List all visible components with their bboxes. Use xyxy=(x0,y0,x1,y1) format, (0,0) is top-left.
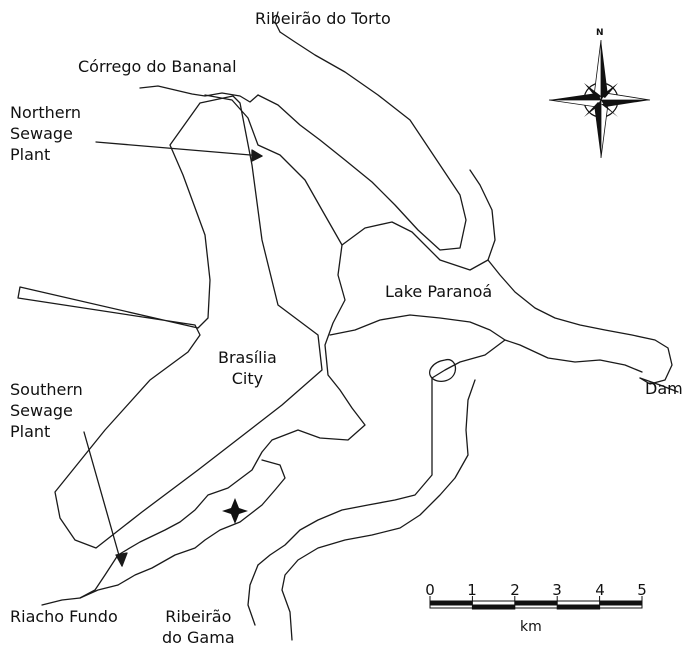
scale-tick-label: 1 xyxy=(467,581,477,599)
brasilia-city-outline xyxy=(17,95,323,549)
scale-tick-label: 4 xyxy=(595,581,605,599)
lake-label: Lake Paranoá xyxy=(385,282,493,301)
lake-shore-southeast xyxy=(281,379,476,641)
lake-north-east-shore xyxy=(487,259,673,385)
northern-plant-arrowhead xyxy=(251,149,263,162)
scale-tick-label: 2 xyxy=(510,581,520,599)
lake-north-arm-east xyxy=(341,169,496,271)
southern-plant-arrow xyxy=(83,431,123,567)
southern-plant-arrowhead xyxy=(115,552,128,567)
riacho-fundo-stream xyxy=(41,584,119,606)
scale-tick-label: 0 xyxy=(425,581,435,599)
scale-tick-label: 3 xyxy=(552,581,562,599)
northern-plant-label: Northern Sewage Plant xyxy=(10,103,82,164)
corrego-bananal-stream xyxy=(139,85,259,103)
ribeirao-gama-stream xyxy=(247,564,259,626)
lake-shore-south-inner xyxy=(117,459,286,586)
brasilia-city-label: Brasília City xyxy=(218,348,277,388)
lake-island xyxy=(429,358,457,383)
northern-plant-arrow xyxy=(95,141,263,157)
star-marker-icon xyxy=(222,498,248,524)
southern-plant-label: Southern Sewage Plant xyxy=(10,380,83,441)
ribeirao-torto-label: Ribeirão do Torto xyxy=(255,9,391,28)
scale-bar xyxy=(429,596,643,610)
riacho-fundo-label: Riacho Fundo xyxy=(10,607,118,626)
scale-unit-label: km xyxy=(520,619,542,635)
lake-shore-west xyxy=(79,94,366,599)
ribeirao-gama-label: Ribeirão do Gama xyxy=(162,607,235,647)
corrego-bananal-label: Córrego do Bananal xyxy=(78,57,237,76)
ribeirao-torto-stream xyxy=(274,11,281,33)
scale-tick-label: 5 xyxy=(637,581,647,599)
lake-north-arm xyxy=(257,31,467,251)
dam-label: Dam xyxy=(645,379,683,398)
lake-shore-east xyxy=(257,314,506,566)
compass-north-label: N xyxy=(596,28,604,38)
compass-rose-icon xyxy=(548,39,651,159)
dam-line xyxy=(639,377,679,393)
lake-east-arm xyxy=(504,339,643,373)
